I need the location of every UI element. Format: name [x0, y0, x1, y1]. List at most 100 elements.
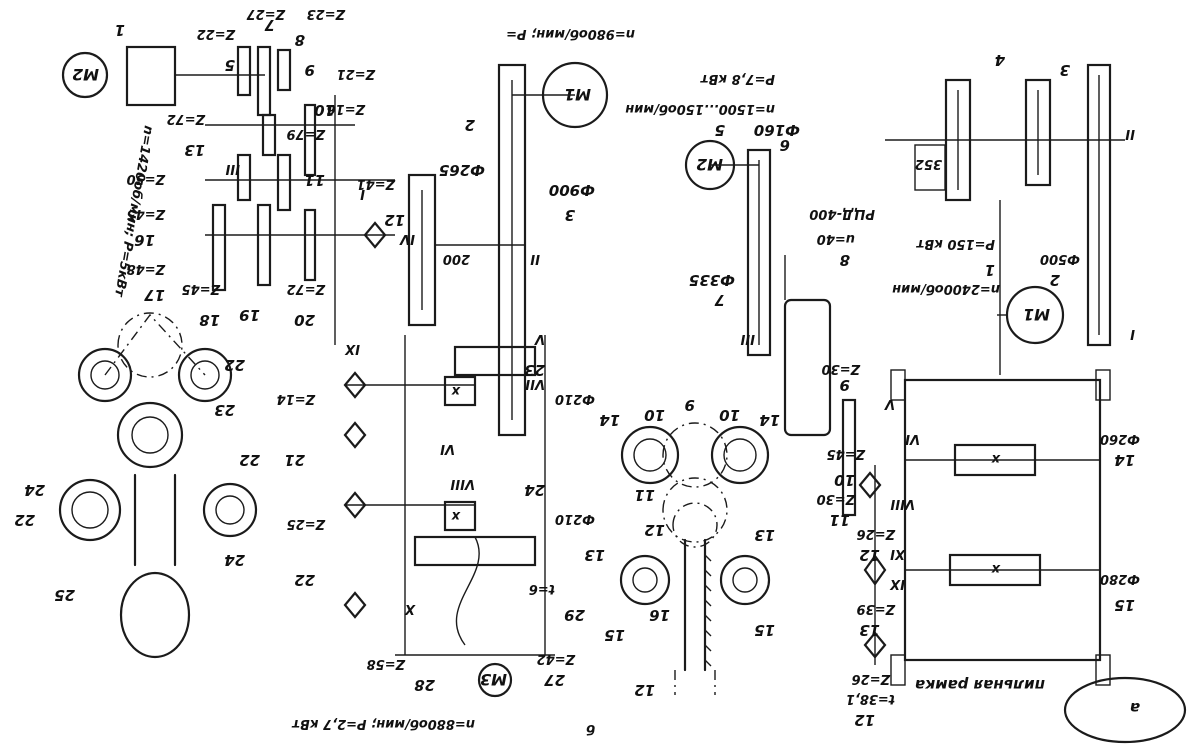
roman-a-5: V [884, 396, 895, 411]
clutch-a-1 [858, 471, 882, 499]
sprocket-22b-hub [71, 491, 109, 529]
power-m2-mid: n=1500...150об/мин [625, 101, 775, 116]
roman-a-9: IX [889, 576, 905, 591]
label-m-12: 12 [644, 521, 665, 539]
label-b-22: 22 [294, 571, 315, 589]
motor-m3-label: M3 [480, 670, 507, 689]
sprocket-25 [119, 571, 191, 659]
support-a-tr [1095, 369, 1111, 401]
z-23: Z=23 [307, 6, 346, 21]
z-79: Z=79 [287, 126, 326, 141]
roman-b-3: III [225, 161, 240, 176]
belt-a-2-3 [1086, 63, 1112, 347]
label-22b: 22 [239, 451, 260, 469]
label-a-12: 12 [859, 546, 880, 564]
label-b-28: 28 [414, 676, 435, 694]
power-m3: n=880об/мин; P=2,7 кВт [291, 716, 475, 731]
gear-b-8 [276, 48, 292, 92]
roman-m-3: III [740, 331, 755, 346]
label-a-14: 14 [1114, 451, 1135, 469]
sprocket-23 [177, 347, 233, 403]
sprocket-23-hub [190, 360, 220, 390]
reducer-8 [783, 298, 832, 437]
clutch-a-3 [863, 631, 887, 659]
belt-b-2-3 [497, 63, 527, 437]
roman-b-5: V [534, 331, 545, 346]
dia-160: Ф160 [754, 121, 800, 139]
label-m-8: 8 [840, 251, 850, 269]
z-25: Z=25 [287, 516, 326, 531]
gear-15b [732, 567, 758, 593]
gear-b-15 [276, 153, 292, 212]
z-22: Z=22 [197, 26, 236, 41]
roman-a-2: II [1125, 126, 1135, 141]
sprocket-24-hub [215, 495, 245, 525]
label-24b: 24 [224, 551, 245, 569]
rack-end [674, 670, 716, 695]
label-b-27: 27 [544, 671, 565, 689]
gear-b-23 [443, 375, 477, 407]
z-45: Z=45 [127, 206, 166, 221]
label-b-2: 2 [465, 116, 475, 134]
dia-335: Ф335 [689, 271, 735, 289]
label-m-14a: 14 [599, 411, 620, 429]
z-30: Z=30 [822, 361, 861, 376]
motor-m2-left-label: M2 [72, 65, 99, 84]
power-p78: P=7,8 кВт [699, 71, 775, 86]
gear-13b [719, 554, 771, 606]
label-b-5: 5 [225, 56, 235, 74]
chain-b-29 [455, 536, 480, 646]
clutch-b-2 [343, 421, 367, 449]
clutch-b-5 [363, 221, 387, 249]
motor-m2-left [61, 51, 109, 99]
label-b-1: 1 [115, 21, 125, 39]
label-m-14b: 14 [759, 411, 780, 429]
gear-a-9-10 [841, 398, 857, 517]
housing-b [453, 345, 537, 377]
motor-m1-left-label: M1 [564, 85, 591, 104]
label-m-15a: 15 [604, 626, 625, 644]
label-b-3: 3 [565, 206, 575, 224]
roman-a-11: XI [890, 546, 906, 561]
sprocket-22b [58, 478, 122, 542]
label-a-3: 3 [1060, 61, 1070, 79]
clutch-b-4 [343, 591, 367, 619]
dia-280: Ф280 [1100, 571, 1140, 586]
label-a-2: 2 [1050, 271, 1060, 289]
dim-352: 352 [915, 156, 942, 171]
label-b-11: 11 [304, 171, 325, 189]
z-45c: Z=45 [827, 446, 866, 461]
power-m1-right: n=2400об/мин [892, 281, 1000, 296]
label-b-letter: б [586, 721, 595, 736]
label-a-1: 1 [985, 261, 995, 279]
gear-14b-hub [723, 438, 757, 472]
sprocket-central [116, 401, 184, 469]
roman-b-10: X [404, 601, 416, 616]
roman-b-4: IV [399, 231, 415, 246]
label-a-9: 9 [840, 376, 850, 394]
gear-b-18 [256, 203, 272, 287]
dim-box-352 [914, 144, 946, 191]
sprocket-24 [202, 482, 258, 538]
roman-b-2: II [530, 251, 540, 266]
dia-900: Ф900 [549, 181, 595, 199]
z-21: Z=21 [337, 66, 376, 81]
label-m-9: 9 [685, 396, 695, 414]
roman-b-7: VII [525, 376, 545, 391]
rld-400: РЦД-400 [809, 206, 875, 221]
label-a-10: 10 [834, 471, 855, 489]
support-a-tl [890, 369, 906, 401]
z-50: Z=50 [127, 171, 166, 186]
roman-b-8: VIII [450, 476, 475, 491]
label-m-6: 6 [780, 136, 790, 154]
drive-mid: M2 n=1500...150об/мин P=7,8 кВт 5 Ф160 6… [584, 71, 875, 699]
support-a-bl [890, 654, 906, 686]
label-m-10a: 10 [644, 406, 665, 424]
label-23: 23 [214, 401, 235, 419]
z-72b: Z=72 [287, 281, 326, 296]
label-b-24: 24 [524, 481, 545, 499]
gear-14a-hub [633, 438, 667, 472]
gear-b-13 [261, 113, 277, 157]
motor-m1-right-label: M1 [1023, 305, 1050, 324]
